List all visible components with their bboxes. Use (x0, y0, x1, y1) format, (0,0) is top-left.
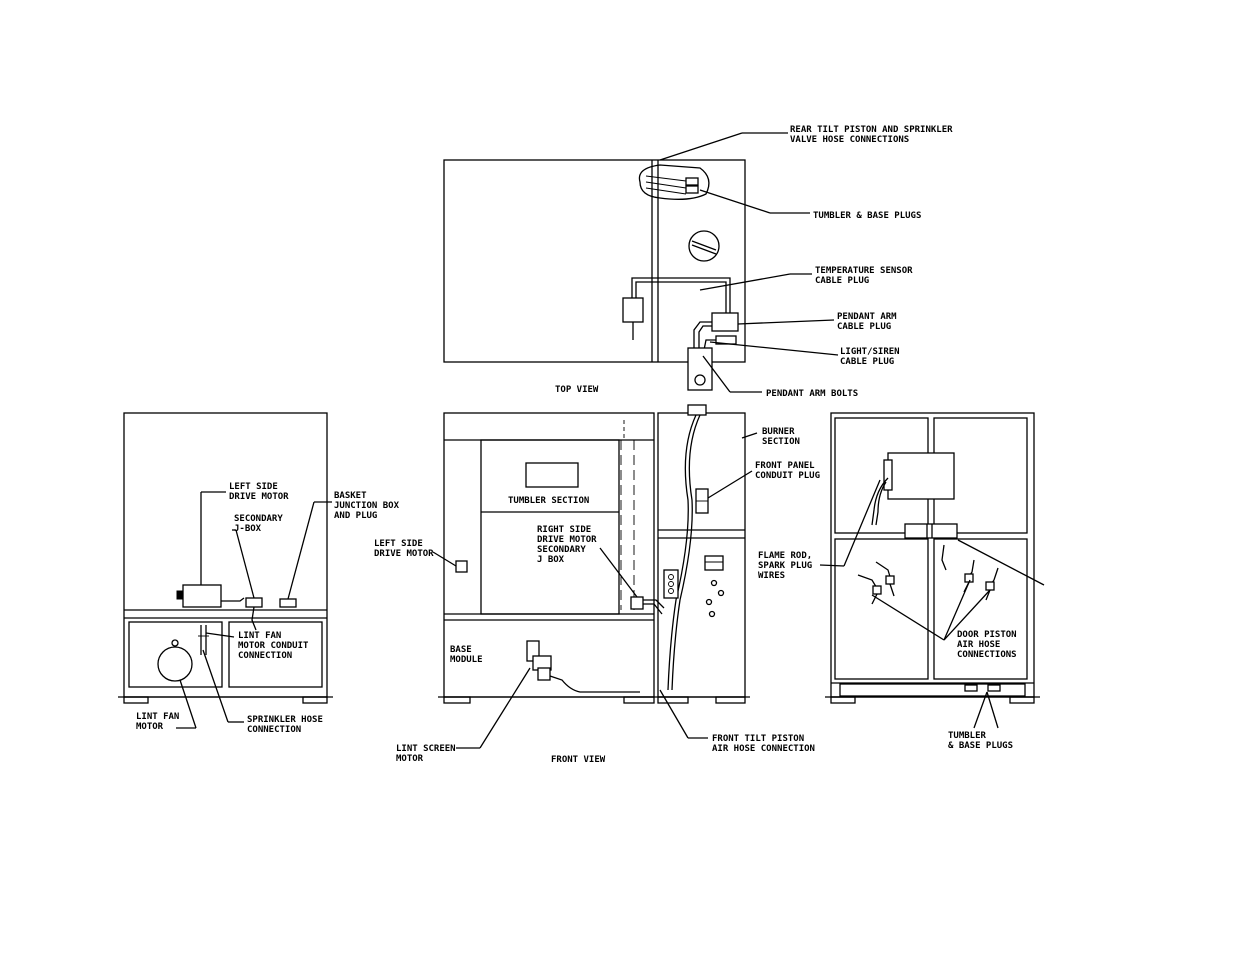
label-sprinkler-hose: SPRINKLER HOSE CONNECTION (247, 715, 328, 735)
label-lint-screen-motor: LINT SCREEN MOTOR (396, 744, 461, 764)
label-tumbler-section: TUMBLER SECTION (508, 496, 589, 506)
label-light-siren: LIGHT/SIREN CABLE PLUG (840, 347, 905, 367)
label-lint-fan-motor: LINT FAN MOTOR (136, 712, 185, 732)
label-base-module: BASE MODULE (450, 645, 483, 665)
right-side-view-drawing (825, 412, 1045, 704)
label-secondary-jbox: SECONDARY J-BOX (234, 514, 288, 534)
front-view-caption: FRONT VIEW (551, 755, 606, 765)
label-front-panel-conduit: FRONT PANEL CONDUIT PLUG (755, 461, 820, 481)
front-view-drawing (438, 404, 750, 704)
leader-lines (176, 132, 999, 749)
label-right-side-drive-motor: RIGHT SIDE DRIVE MOTOR SECONDARY J BOX (537, 525, 602, 565)
label-tumbler-base-plugs-right: TUMBLER & BASE PLUGS (948, 731, 1013, 751)
label-pendant-arm-bolts: PENDANT ARM BOLTS (766, 389, 858, 399)
label-left-side-drive-motor-front: LEFT SIDE DRIVE MOTOR (374, 539, 434, 559)
label-pendant-arm-cable: PENDANT ARM CABLE PLUG (837, 312, 902, 332)
label-tumbler-base-plugs-top: TUMBLER & BASE PLUGS (813, 211, 921, 221)
left-side-view-drawing (118, 412, 333, 704)
label-rear-tilt: REAR TILT PISTON AND SPRINKLER VALVE HOS… (790, 125, 958, 145)
label-flame-rod: FLAME ROD, SPARK PLUG WIRES (758, 551, 818, 581)
label-door-piston: DOOR PISTON AIR HOSE CONNECTIONS (957, 630, 1022, 660)
top-view-drawing (443, 159, 746, 391)
label-left-side-drive-motor: LEFT SIDE DRIVE MOTOR (229, 482, 289, 502)
label-temperature-sensor: TEMPERATURE SENSOR CABLE PLUG (815, 266, 918, 286)
label-basket-junction-box: BASKET JUNCTION BOX AND PLUG (334, 491, 404, 521)
label-front-tilt-piston: FRONT TILT PISTON AIR HOSE CONNECTION (712, 734, 815, 754)
label-burner-section: BURNER SECTION (762, 427, 800, 447)
label-lint-fan-conduit: LINT FAN MOTOR CONDUIT CONNECTION (238, 631, 314, 661)
top-view-caption: TOP VIEW (555, 385, 599, 395)
